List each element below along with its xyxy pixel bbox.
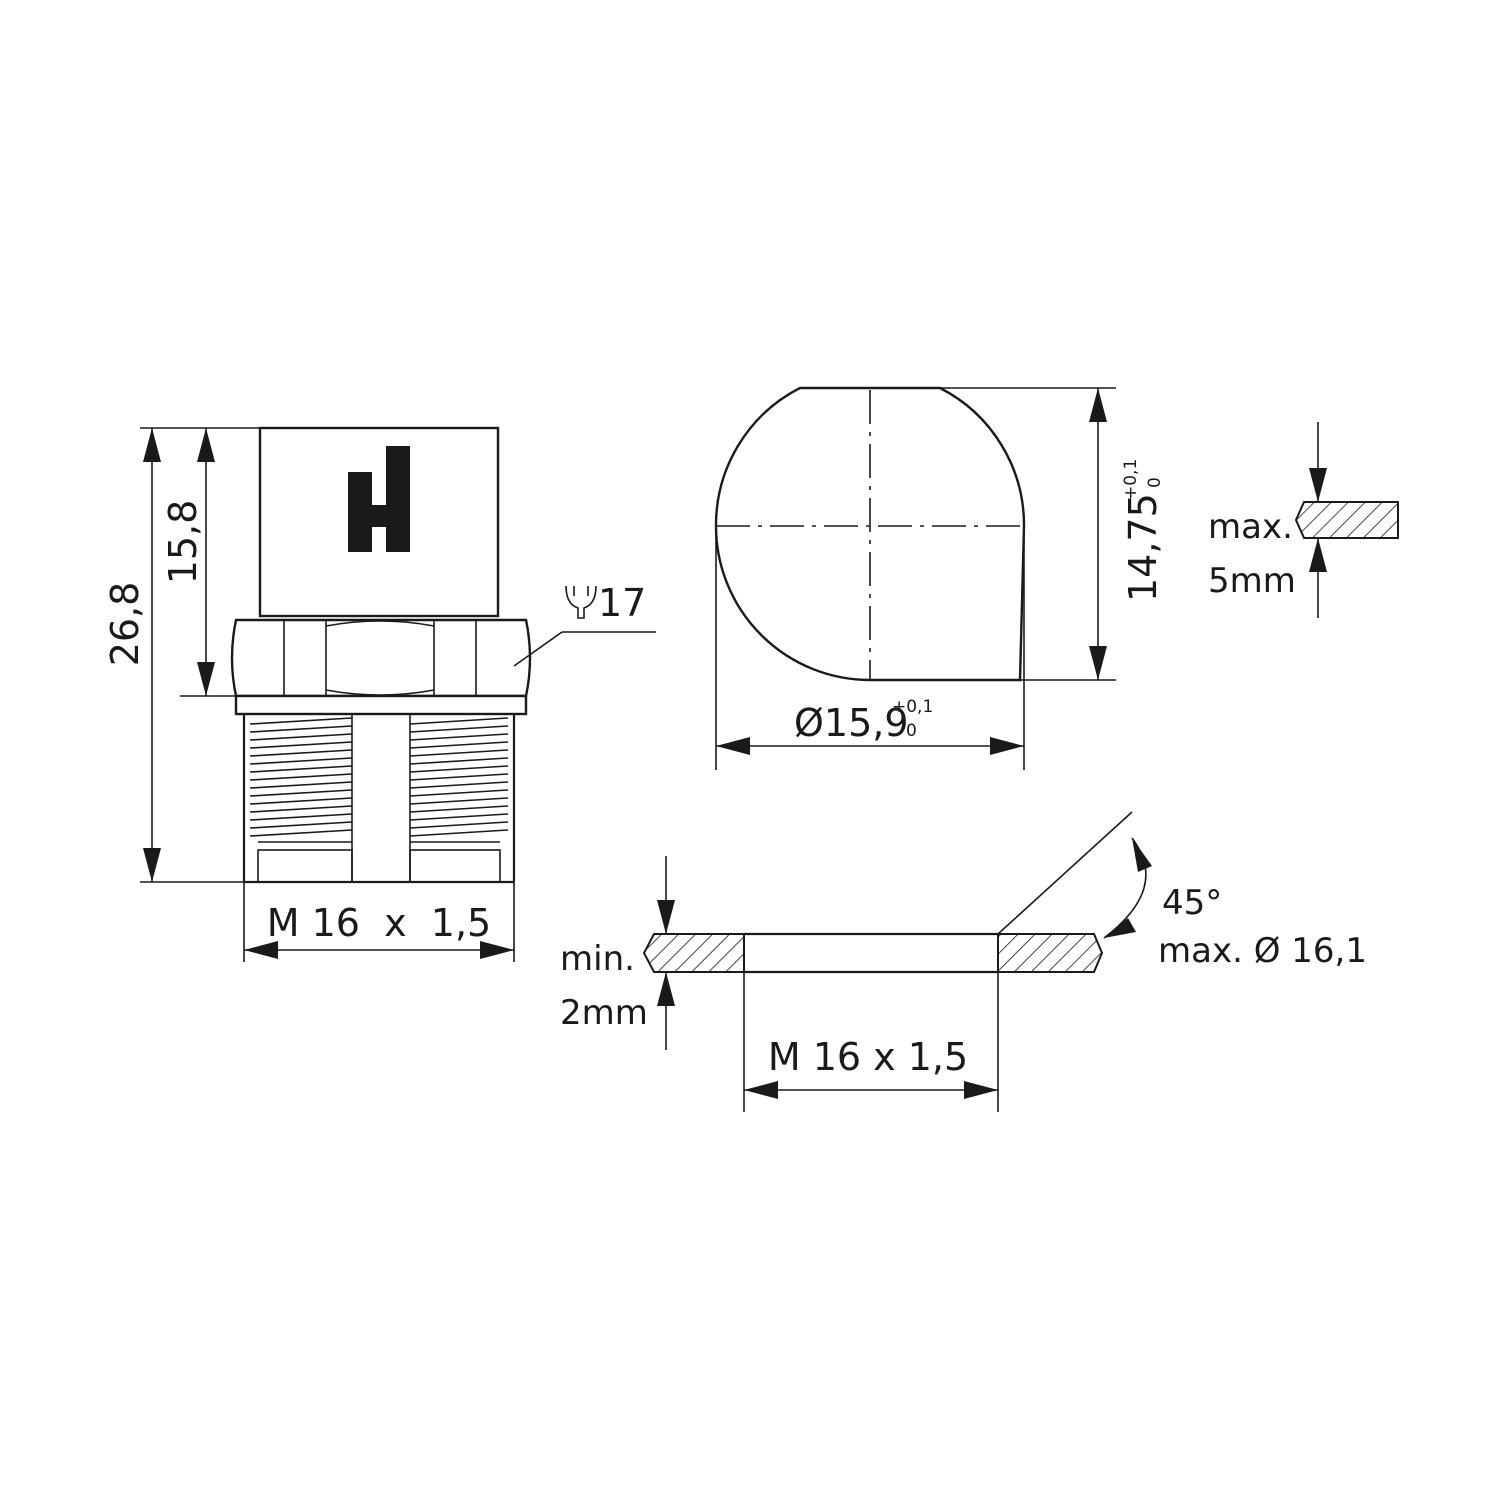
wall-max-section [1294,501,1399,539]
tol-flat-upper: +0,1 [1121,459,1141,500]
chamfer-angle: 45° [1162,883,1222,923]
panel-cutout-view: Ø15,9 +0,1 0 14,75 +0,1 0 [714,386,1165,770]
dim-plug-thread: M 16 x 1,5 [267,901,491,945]
dim-total-length: 26,8 [103,582,147,667]
dim-hole-thread: M 16 x 1,5 [768,1035,968,1079]
tol-diameter-lower: 0 [906,721,917,741]
wall-min-value: 2mm [560,993,648,1033]
wrench-icon [565,585,597,619]
cutout-outline [714,386,1026,682]
wall-section-left [642,933,745,973]
chamfer-diameter: max. Ø 16,1 [1158,931,1367,971]
dim-head-length: 15,8 [161,500,205,585]
wall-max-detail: max. 5mm [1208,422,1399,618]
thread-section [242,714,516,884]
wall-max-label: max. [1208,507,1293,547]
dim-flat-height: 14,75 [1121,493,1165,602]
wall-section-right [997,933,1104,973]
wall-min-label: min. [560,939,635,979]
dim-cutout-diameter: Ø15,9 [794,701,909,745]
chamfer-line [997,811,1133,935]
threaded-hole-view: 45° max. Ø 16,1 min. 2mm M 16 x 1,5 [560,811,1367,1112]
tol-diameter-upper: +0,1 [892,697,933,717]
logo-mark [348,446,410,552]
wrench-leader [513,631,563,667]
nut-collar [234,694,528,716]
dim-wrench-size: 17 [598,581,646,625]
plug-side-view: 26,8 15,8 17 M 16 x 1,5 [103,426,656,962]
wall-max-value: 5mm [1208,561,1296,601]
hex-nut [230,618,532,698]
tol-flat-lower: 0 [1145,477,1165,488]
